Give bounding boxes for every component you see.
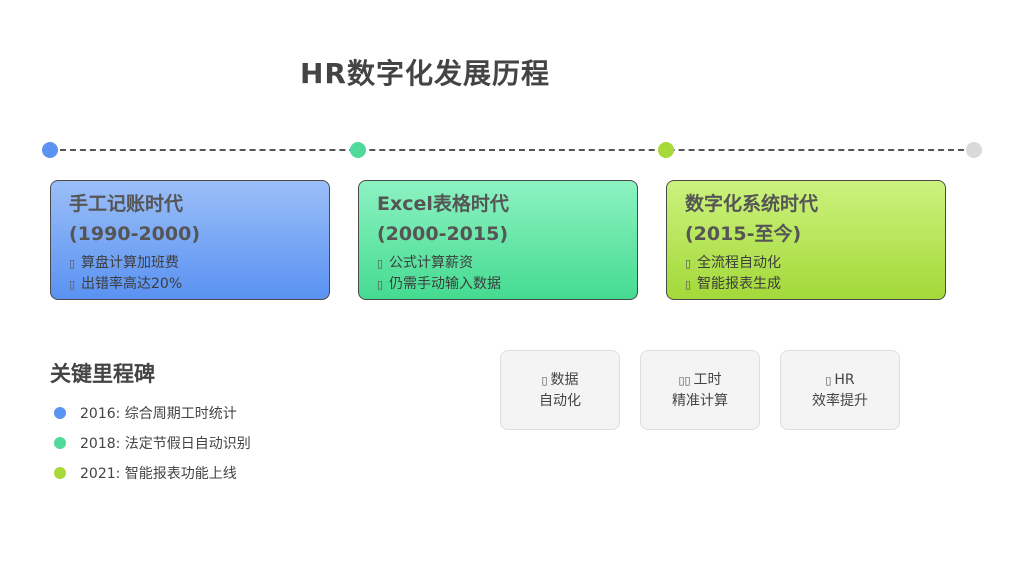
milestone-dot-icon [54,407,66,419]
bullet-icon: ▯ [685,257,692,270]
era-period: (2015-至今) [685,223,802,245]
bullet-icon: ▯ [685,278,692,291]
milestone-item: 2016: 综合周期工时统计 [54,398,251,428]
timeline-dot-3 [658,142,674,158]
era-point: ▯仍需手动输入数据 [377,274,619,295]
milestones-heading: 关键里程碑 [50,362,155,386]
era-period: (1990-2000) [69,223,201,245]
feature-tile-work-hours: ▯▯工时 精准计算 [640,350,760,430]
feature-tile-data-automation: ▯数据 自动化 [500,350,620,430]
data-icon: ▯ [541,373,548,387]
bullet-icon: ▯ [377,257,384,270]
bullet-icon: ▯ [377,278,384,291]
timeline-line [50,149,974,151]
era-name: Excel表格时代 [377,193,509,215]
page-title: HR数字化发展历程 [300,57,550,90]
era-card-excel: Excel表格时代 (2000-2015) ▯公式计算薪资 ▯仍需手动输入数据 [358,180,638,300]
bullet-icon: ▯ [69,278,76,291]
era-point: ▯全流程自动化 [685,253,927,274]
era-period: (2000-2015) [377,223,509,245]
milestones-list: 2016: 综合周期工时统计 2018: 法定节假日自动识别 2021: 智能报… [54,398,251,488]
milestone-item: 2021: 智能报表功能上线 [54,458,251,488]
era-point: ▯智能报表生成 [685,274,927,295]
feature-tile-hr-efficiency: ▯HR 效率提升 [780,350,900,430]
milestone-dot-icon [54,467,66,479]
chart-icon: ▯ [825,373,832,387]
milestone-dot-icon [54,437,66,449]
timeline-dot-end [966,142,982,158]
milestone-item: 2018: 法定节假日自动识别 [54,428,251,458]
clock-icon: ▯▯ [678,373,691,387]
era-point: ▯出错率高达20% [69,274,311,295]
era-point: ▯算盘计算加班费 [69,253,311,274]
era-card-digital: 数字化系统时代 (2015-至今) ▯全流程自动化 ▯智能报表生成 [666,180,946,300]
era-name: 数字化系统时代 [685,193,819,215]
timeline-dot-2 [350,142,366,158]
bullet-icon: ▯ [69,257,76,270]
era-name: 手工记账时代 [69,193,184,215]
era-point: ▯公式计算薪资 [377,253,619,274]
era-card-manual: 手工记账时代 (1990-2000) ▯算盘计算加班费 ▯出错率高达20% [50,180,330,300]
timeline-dot-1 [42,142,58,158]
